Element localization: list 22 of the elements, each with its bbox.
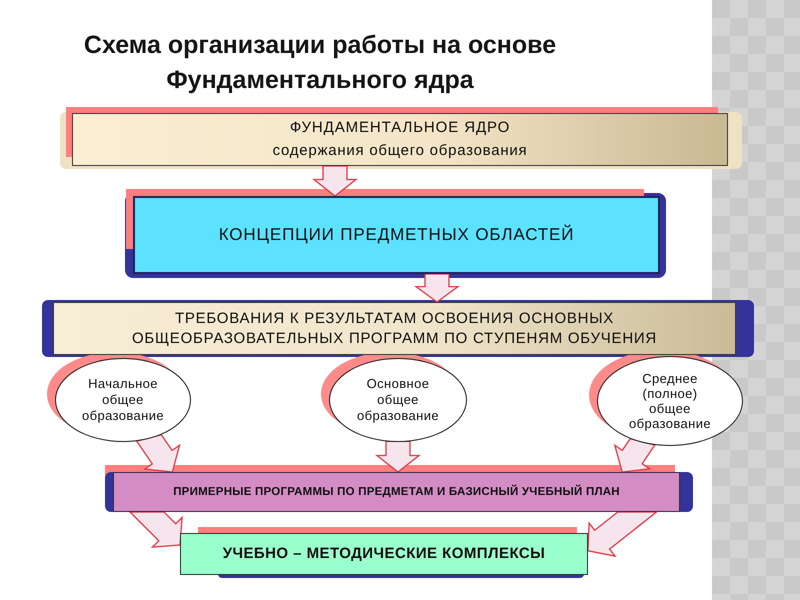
- block-arrow: [414, 273, 460, 303]
- block-title: КОНЦЕПЦИИ ПРЕДМЕТНЫХ ОБЛАСТЕЙ: [218, 224, 574, 246]
- programs-block: [113, 472, 680, 512]
- block-arrow: [614, 438, 656, 473]
- block-title: УЧЕБНО – МЕТОДИЧЕСКИЕ КОМПЛЕКСЫ: [222, 544, 546, 564]
- teaching-kits-block: [180, 533, 588, 575]
- stage-label: Основное общее образование: [356, 376, 440, 424]
- block-heading: ФУНДАМЕНТАЛЬНОЕ ЯДРО: [290, 119, 510, 137]
- block-arrow: [136, 434, 181, 473]
- block-arrow: [128, 511, 183, 548]
- block-arrow: [375, 440, 421, 473]
- block-arrow: [587, 511, 658, 558]
- block-title: ТРЕБОВАНИЯ К РЕЗУЛЬТАТАМ ОСВОЕНИЯ ОСНОВНЫХ ОБЩЕОБРАЗОВАТЕЛЬНЫХ ПРОГРАММ ПО СТУПЕНЯМ ОБУЧЕНИЯ: [130, 308, 658, 348]
- stage-label: Начальное общее образование: [81, 376, 165, 424]
- block-subheading: содержания общего образования: [272, 142, 528, 160]
- core-content-block: [72, 113, 728, 166]
- requirements-block: [53, 302, 736, 355]
- stage-label: Среднее (полное) общее образование: [628, 371, 712, 431]
- block-title: ПРИМЕРНЫЕ ПРОГРАММЫ ПО ПРЕДМЕТАМ И БАЗИСНЫЙ УЧЕБНЫЙ ПЛАН: [173, 484, 620, 500]
- diagram-title: Схема организации работы на основе Фундаментального ядра: [82, 30, 558, 96]
- block-arrow: [312, 165, 358, 197]
- concepts-block: [133, 196, 660, 274]
